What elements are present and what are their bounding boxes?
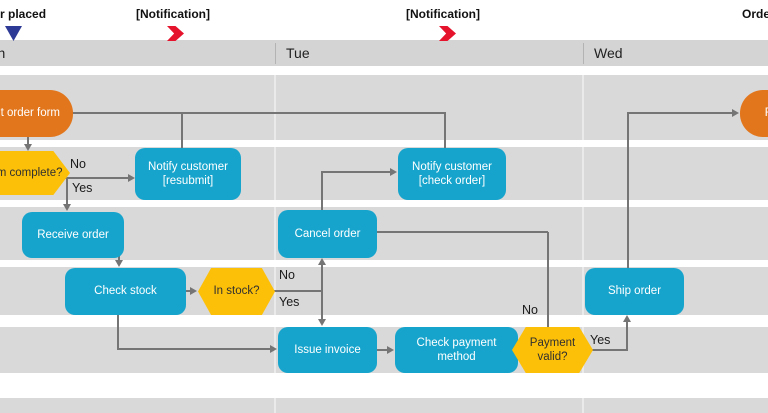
edge-label-form-no: No bbox=[70, 157, 86, 171]
day-label-mon: Mon bbox=[0, 45, 6, 61]
node-receive-order[interactable]: Receive order bbox=[22, 212, 124, 258]
node-notify-customer-check-order[interactable]: Notify customer [check order] bbox=[398, 148, 506, 200]
connector-formcomplete-no bbox=[57, 177, 133, 179]
milestone-label-order-shipped: Order shipped bbox=[742, 7, 768, 21]
connector-cancel-to-notify bbox=[321, 171, 391, 173]
arrowhead bbox=[115, 260, 123, 267]
edge-label-payment-no: No bbox=[522, 303, 538, 317]
day-label-wed: Wed bbox=[594, 45, 623, 61]
lane-band-2 bbox=[0, 147, 768, 200]
node-label: Issue invoice bbox=[294, 343, 361, 356]
lane-band-1 bbox=[0, 75, 768, 140]
node-issue-invoice[interactable]: Issue invoice bbox=[278, 327, 377, 373]
node-check-payment-method[interactable]: Check payment method bbox=[395, 327, 518, 373]
node-check-stock[interactable]: Check stock bbox=[65, 268, 186, 315]
day-label-tue: Tue bbox=[286, 45, 310, 61]
connector-to-issueinvoice bbox=[117, 348, 271, 350]
connector-notify-back-to-submit bbox=[63, 112, 446, 114]
connector-notifycheckorder-up bbox=[444, 112, 446, 148]
milestone-chevron-marker-1[interactable] bbox=[167, 26, 184, 41]
arrowhead bbox=[270, 345, 277, 353]
node-label: Receive order bbox=[765, 106, 768, 120]
node-ship-order[interactable]: Ship order bbox=[585, 268, 684, 315]
connector-shiporder-up bbox=[627, 113, 629, 268]
connector-paymentvalid-no-up bbox=[547, 232, 549, 327]
node-label: Notify customer [resubmit] bbox=[148, 160, 228, 187]
node-label: Check payment method bbox=[416, 336, 497, 363]
node-payment-valid-decision[interactable]: Payment valid? bbox=[512, 327, 593, 373]
node-form-complete-decision[interactable]: Form complete? bbox=[0, 151, 70, 195]
node-label: Cancel order bbox=[294, 227, 361, 240]
node-label: Check stock bbox=[94, 285, 157, 298]
edge-label-form-yes: Yes bbox=[72, 181, 93, 195]
connector-instock-out bbox=[267, 290, 323, 292]
arrowhead bbox=[390, 168, 397, 176]
node-label: Submit order form bbox=[0, 107, 61, 120]
milestone-label-notification-1: [Notification] bbox=[136, 7, 210, 21]
arrowhead bbox=[24, 144, 32, 151]
node-cancel-order[interactable]: Cancel order bbox=[278, 210, 377, 258]
connector-to-shiporder bbox=[626, 322, 628, 350]
arrowhead bbox=[128, 174, 135, 182]
node-label: In stock? bbox=[213, 285, 260, 298]
day-header-band bbox=[0, 40, 768, 66]
column-line-tue bbox=[274, 75, 276, 413]
arrowhead bbox=[732, 109, 739, 117]
milestone-label-order-placed: Order placed bbox=[0, 7, 47, 21]
column-line-wed bbox=[582, 75, 584, 413]
lane-band-3 bbox=[0, 207, 768, 260]
edge-label-payment-yes: Yes bbox=[590, 333, 611, 347]
arrowhead bbox=[387, 346, 394, 354]
node-label: Payment valid? bbox=[529, 336, 576, 363]
node-submit-order-form[interactable]: Submit order form bbox=[0, 90, 73, 137]
connector-paymentvalid-yes bbox=[583, 349, 628, 351]
connector-checkstock-down bbox=[117, 315, 119, 349]
connector-paymentvalid-no-left bbox=[371, 231, 548, 233]
edge-label-stock-no: No bbox=[279, 268, 295, 282]
day-divider-wed bbox=[583, 43, 584, 64]
lane-band-6 bbox=[0, 398, 768, 413]
node-label: Ship order bbox=[607, 285, 662, 298]
milestone-chevron-marker-2[interactable] bbox=[439, 26, 456, 41]
connector-formcomplete-yes bbox=[66, 179, 68, 205]
day-divider-tue bbox=[275, 43, 276, 64]
arrowhead bbox=[190, 287, 197, 295]
node-notify-customer-resubmit[interactable]: Notify customer [resubmit] bbox=[135, 148, 241, 200]
connector-cancel-up bbox=[321, 172, 323, 210]
node-label: Notify customer [check order] bbox=[412, 160, 492, 187]
connector-notifyresubmit-up bbox=[181, 112, 183, 148]
milestone-label-notification-2: [Notification] bbox=[406, 7, 480, 21]
node-label: Form complete? bbox=[0, 166, 63, 179]
arrowhead bbox=[63, 204, 71, 211]
milestone-triangle-marker[interactable] bbox=[5, 26, 22, 41]
edge-label-stock-yes: Yes bbox=[279, 295, 300, 309]
connector-instock-branch bbox=[321, 265, 323, 320]
connector-submit-to-formcomplete bbox=[27, 136, 29, 145]
node-in-stock-decision[interactable]: In stock? bbox=[198, 268, 275, 315]
node-label: Receive order bbox=[37, 228, 109, 241]
arrowhead bbox=[318, 319, 326, 326]
connector-to-receiveend bbox=[627, 112, 733, 114]
arrowhead bbox=[318, 258, 326, 265]
arrowhead bbox=[623, 315, 631, 322]
